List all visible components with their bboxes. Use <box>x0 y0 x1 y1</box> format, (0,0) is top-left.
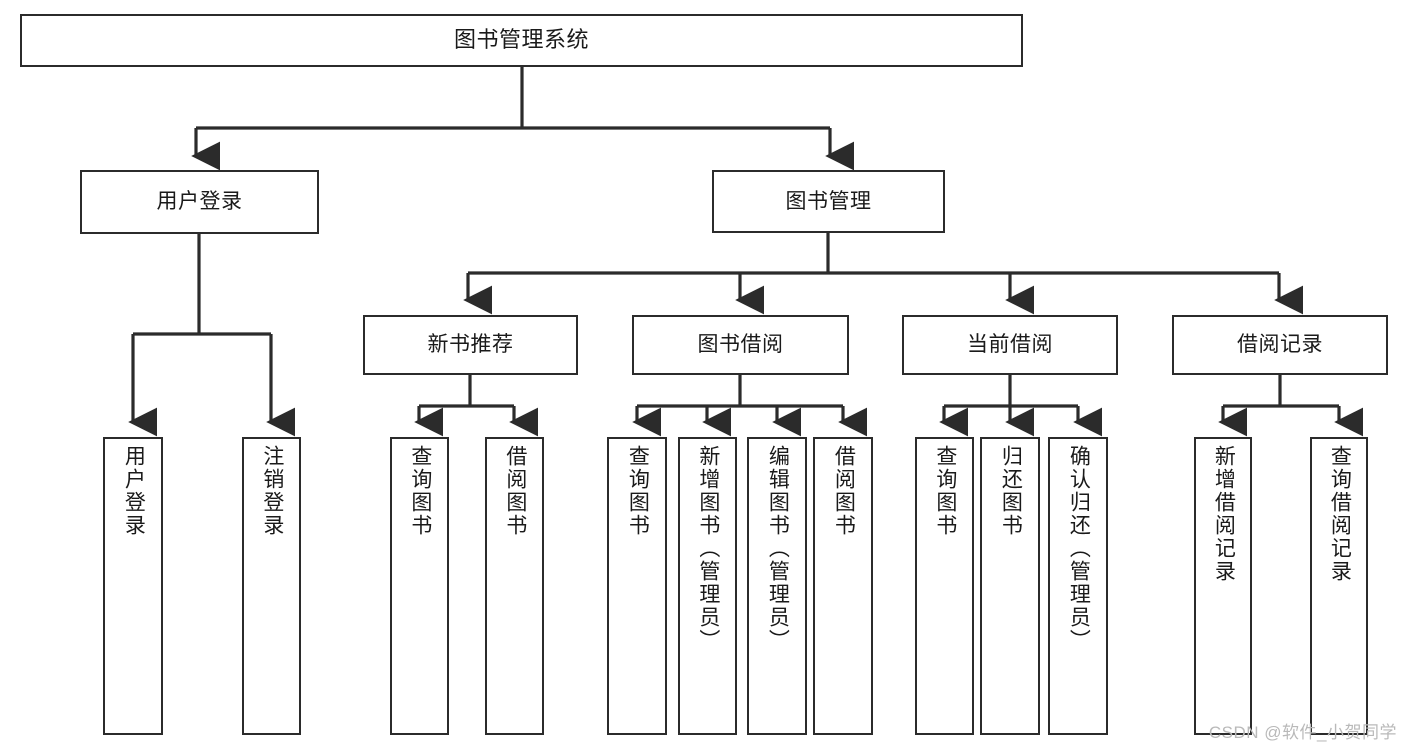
node-label: 借阅图书 <box>832 445 856 537</box>
node-label: 查询图书 <box>626 445 650 537</box>
node-label: 新增图书（管理员） <box>696 445 720 652</box>
node-label: 图书管理系统 <box>453 27 589 53</box>
leaf-borrow-add-book-admin[interactable]: 新增图书（管理员） <box>678 437 737 735</box>
node-label: 借阅记录 <box>1237 333 1323 357</box>
node-label: 借阅图书 <box>503 445 527 537</box>
node-current-borrow[interactable]: 当前借阅 <box>902 315 1118 375</box>
node-label: 新书推荐 <box>427 333 514 357</box>
leaf-borrow-query-book[interactable]: 查询图书 <box>607 437 667 735</box>
node-root-system[interactable]: 图书管理系统 <box>20 14 1023 67</box>
leaf-recommend-query-book[interactable]: 查询图书 <box>390 437 449 735</box>
node-label: 注销登录 <box>260 445 284 537</box>
node-new-book-recommend[interactable]: 新书推荐 <box>363 315 578 375</box>
node-label: 当前借阅 <box>967 333 1053 357</box>
watermark: CSDN @软件_小贺同学 <box>1208 723 1397 742</box>
node-borrow-record[interactable]: 借阅记录 <box>1172 315 1388 375</box>
node-label: 用户登录 <box>122 445 146 537</box>
node-label: 图书借阅 <box>697 333 784 357</box>
leaf-user-login-login[interactable]: 用户登录 <box>103 437 163 735</box>
leaf-record-add-record[interactable]: 新增借阅记录 <box>1194 437 1252 735</box>
node-label: 图书管理 <box>785 189 872 213</box>
node-user-login[interactable]: 用户登录 <box>80 170 319 234</box>
node-label: 用户登录 <box>156 190 243 214</box>
leaf-current-confirm-return-admin[interactable]: 确认归还（管理员） <box>1048 437 1108 735</box>
leaf-borrow-borrow-book[interactable]: 借阅图书 <box>813 437 873 735</box>
node-book-management[interactable]: 图书管理 <box>712 170 945 233</box>
leaf-record-query-record[interactable]: 查询借阅记录 <box>1310 437 1368 735</box>
leaf-user-login-logout[interactable]: 注销登录 <box>242 437 301 735</box>
node-label: 查询图书 <box>408 445 432 537</box>
leaf-borrow-edit-book-admin[interactable]: 编辑图书（管理员） <box>747 437 807 735</box>
leaf-current-return-book[interactable]: 归还图书 <box>980 437 1040 735</box>
node-label: 归还图书 <box>999 445 1023 537</box>
node-label: 确认归还（管理员） <box>1067 445 1091 652</box>
node-label: 查询借阅记录 <box>1328 445 1352 583</box>
node-label: 编辑图书（管理员） <box>766 445 790 652</box>
node-label: 查询图书 <box>933 445 957 537</box>
leaf-recommend-borrow-book[interactable]: 借阅图书 <box>485 437 544 735</box>
node-label: 新增借阅记录 <box>1212 445 1236 583</box>
node-book-borrow[interactable]: 图书借阅 <box>632 315 849 375</box>
leaf-current-query-book[interactable]: 查询图书 <box>915 437 974 735</box>
